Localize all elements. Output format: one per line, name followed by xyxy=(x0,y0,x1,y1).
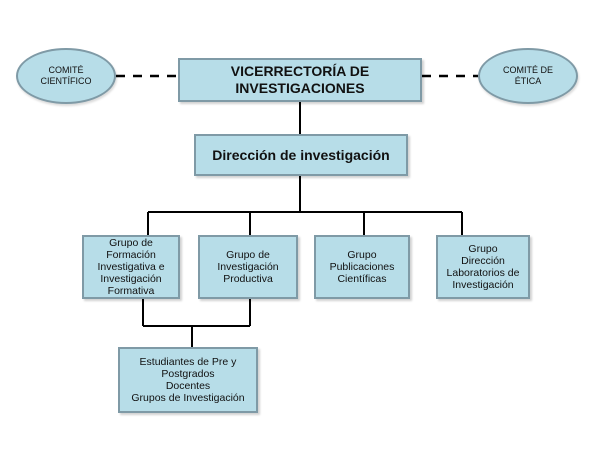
grupo-publicaciones-node: Grupo Publicaciones Científicas xyxy=(314,235,410,299)
direccion-investigacion-node: Dirección de investigación xyxy=(194,134,408,176)
vicerrectoria-node: VICERRECTORÍA DE INVESTIGACIONES xyxy=(178,58,422,102)
estudiantes-docentes-node: Estudiantes de Pre y Postgrados Docentes… xyxy=(118,347,258,413)
comite-cientifico-node: COMITÉ CIENTÍFICO xyxy=(16,48,116,104)
comite-etica-node: COMITÉ DE ÉTICA xyxy=(478,48,578,104)
grupo-formacion-node: Grupo de Formación Investigativa e Inves… xyxy=(82,235,180,299)
grupo-investigacion-productiva-node: Grupo de Investigación Productiva xyxy=(198,235,298,299)
grupo-laboratorios-node: Grupo Dirección Laboratorios de Investig… xyxy=(436,235,530,299)
